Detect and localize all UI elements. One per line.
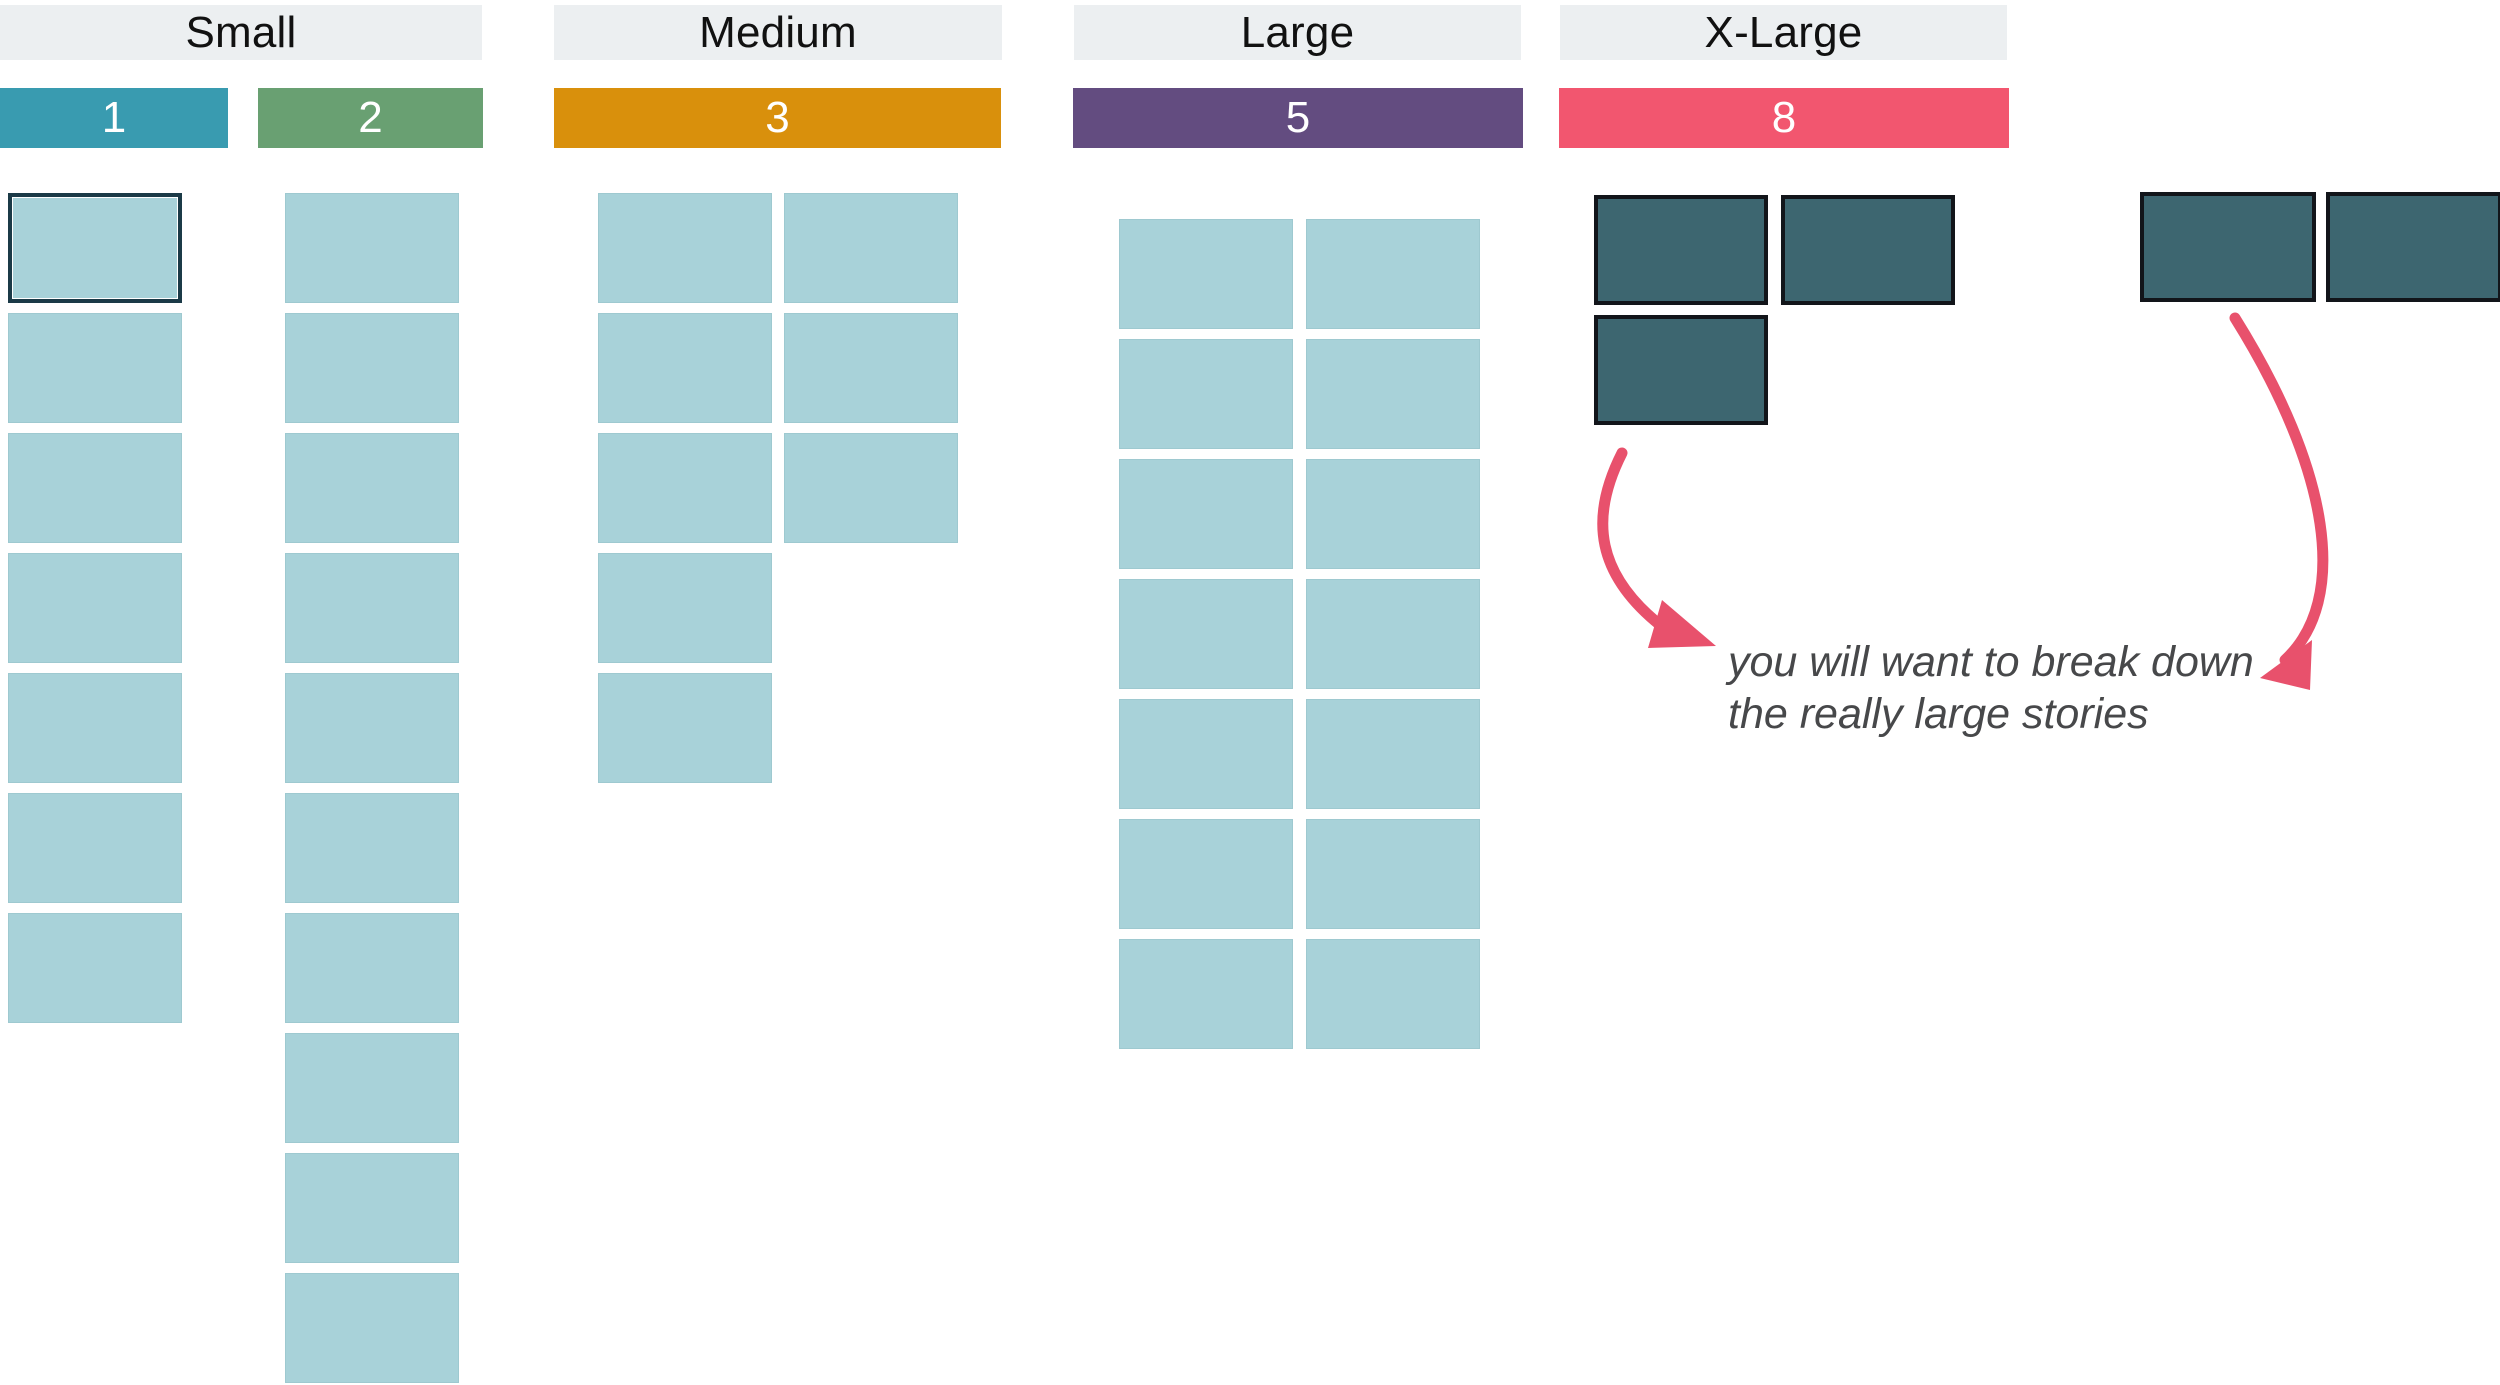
estimate-chip-1[interactable]: 1 [0, 88, 228, 148]
story-card[interactable] [1594, 195, 1768, 305]
story-card[interactable] [1119, 459, 1293, 569]
story-card[interactable] [1306, 819, 1480, 929]
annotation-note: you will want to break down the really l… [1728, 638, 2254, 739]
story-card[interactable] [1306, 339, 1480, 449]
story-card[interactable] [1306, 699, 1480, 809]
estimate-chip-3[interactable]: 3 [554, 88, 1001, 148]
story-card[interactable] [2140, 192, 2316, 302]
story-card[interactable] [285, 913, 459, 1023]
story-card[interactable] [8, 673, 182, 783]
column-header-small[interactable]: Small [0, 5, 482, 60]
story-card[interactable] [598, 193, 772, 303]
story-card[interactable] [285, 553, 459, 663]
story-card[interactable] [1594, 315, 1768, 425]
story-card[interactable] [598, 553, 772, 663]
column-header-medium[interactable]: Medium [554, 5, 1002, 60]
column-header-large[interactable]: Large [1074, 5, 1521, 60]
story-card[interactable] [285, 193, 459, 303]
arrow-right-icon [2229, 312, 2329, 690]
story-card[interactable] [784, 313, 958, 423]
story-card[interactable] [8, 193, 182, 303]
story-card[interactable] [285, 1273, 459, 1383]
story-card[interactable] [784, 193, 958, 303]
story-card[interactable] [1119, 219, 1293, 329]
story-card[interactable] [8, 913, 182, 1023]
story-card[interactable] [285, 1153, 459, 1263]
story-card[interactable] [1119, 699, 1293, 809]
arrow-left-icon [1597, 447, 1716, 648]
story-card[interactable] [8, 553, 182, 663]
story-card[interactable] [598, 673, 772, 783]
story-card[interactable] [8, 313, 182, 423]
story-card[interactable] [1306, 459, 1480, 569]
story-card[interactable] [285, 1033, 459, 1143]
story-card[interactable] [285, 313, 459, 423]
story-card[interactable] [1119, 819, 1293, 929]
story-card[interactable] [2326, 192, 2500, 302]
estimate-chip-8[interactable]: 8 [1559, 88, 2009, 148]
story-card[interactable] [784, 433, 958, 543]
story-card[interactable] [8, 793, 182, 903]
story-card[interactable] [1306, 579, 1480, 689]
estimate-chip-2[interactable]: 2 [258, 88, 483, 148]
story-card[interactable] [1306, 939, 1480, 1049]
story-card[interactable] [598, 313, 772, 423]
story-card[interactable] [1119, 939, 1293, 1049]
story-card[interactable] [598, 433, 772, 543]
story-card[interactable] [1119, 579, 1293, 689]
story-card[interactable] [1119, 339, 1293, 449]
story-card[interactable] [1781, 195, 1955, 305]
estimate-chip-5[interactable]: 5 [1073, 88, 1523, 148]
story-card[interactable] [285, 673, 459, 783]
story-card[interactable] [285, 793, 459, 903]
column-header-xlarge[interactable]: X-Large [1560, 5, 2007, 60]
story-card[interactable] [1306, 219, 1480, 329]
story-card[interactable] [8, 433, 182, 543]
story-card[interactable] [285, 433, 459, 543]
